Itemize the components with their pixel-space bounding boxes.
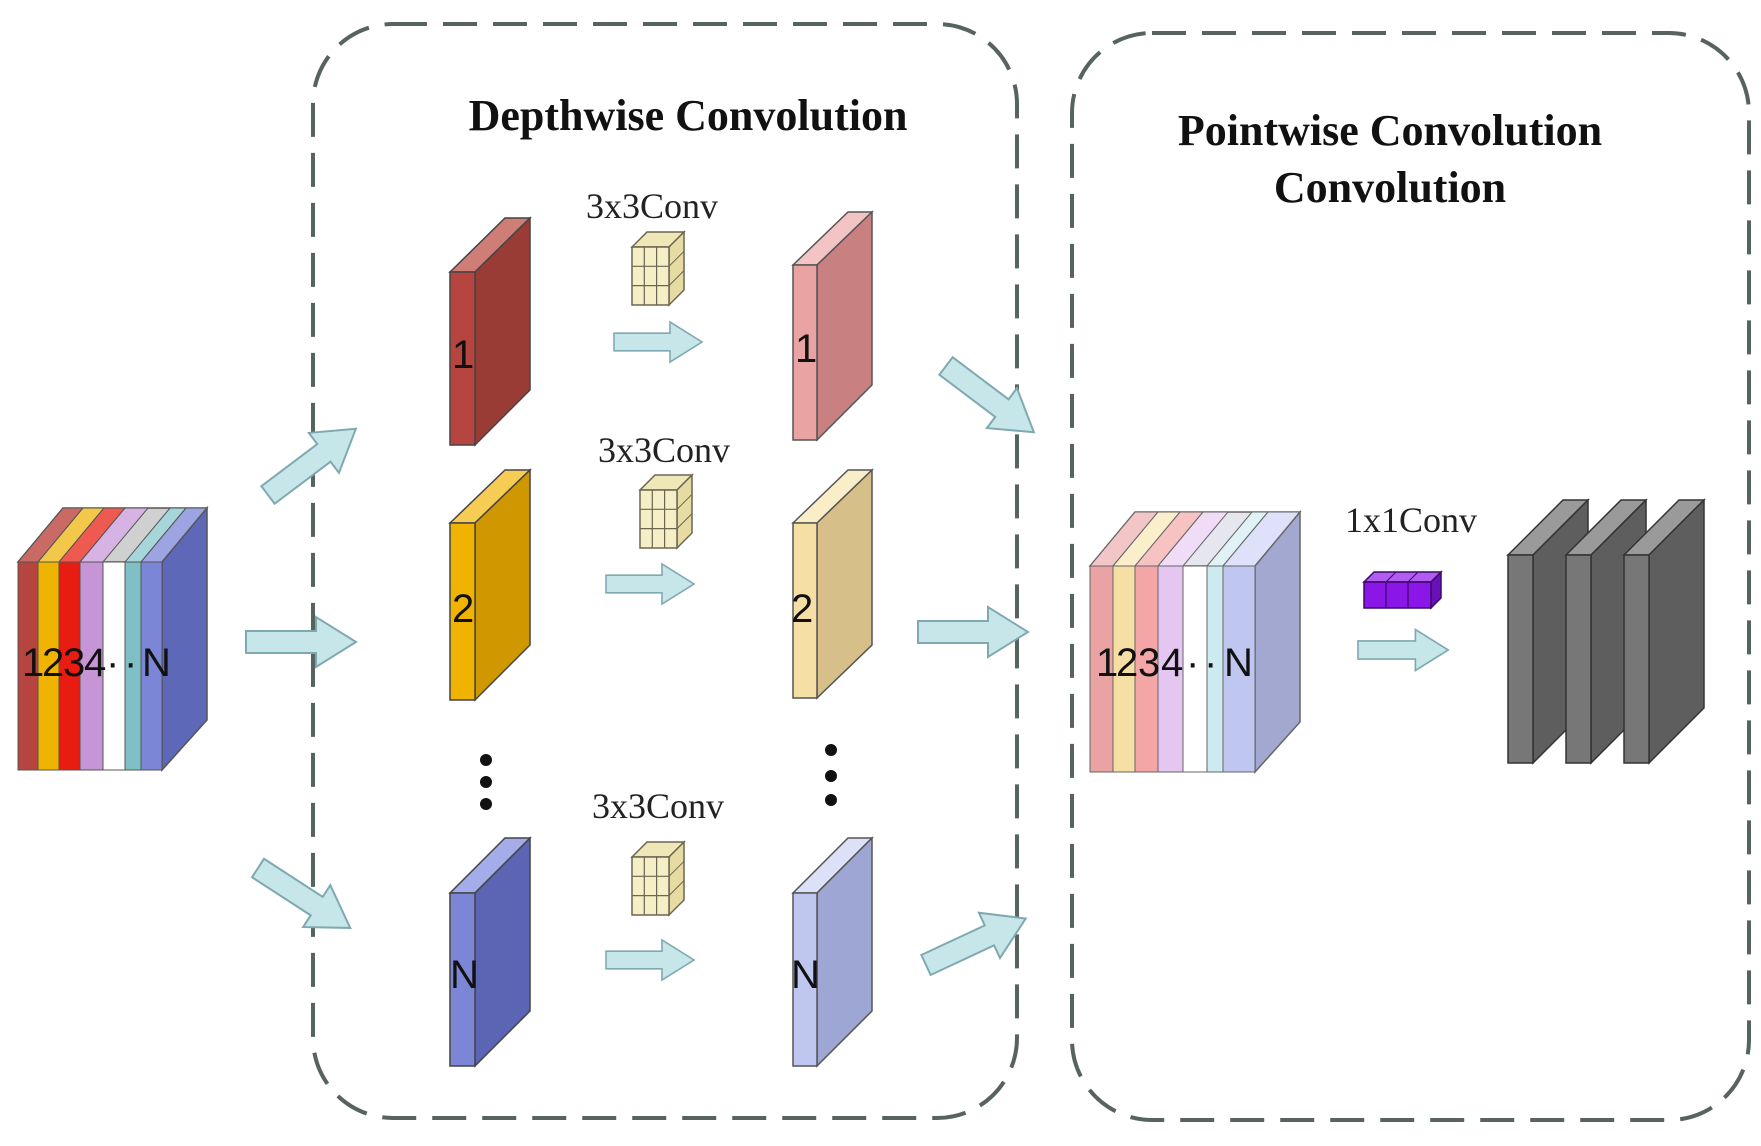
svg-text:1: 1 — [452, 333, 474, 377]
merged-channel-label: · — [1186, 641, 1199, 685]
kernel-label-row-1: 3x3Conv — [586, 186, 718, 226]
svg-text:N: N — [791, 953, 820, 997]
channel-ellipsis-left — [480, 754, 492, 810]
depthwise-input-channel-2: 2 — [448, 468, 532, 702]
arrow-input-to-channel-2 — [245, 616, 357, 668]
pointwise-kernel-1x1 — [1362, 570, 1443, 610]
arrow-input-to-channel-n — [243, 846, 365, 950]
output-feature-maps — [1506, 498, 1706, 765]
pointwise-kernel-label: 1x1Conv — [1345, 500, 1477, 540]
output-map — [1622, 498, 1706, 765]
svg-text:2: 2 — [791, 587, 813, 631]
merged-channel-label: 2 — [1116, 641, 1138, 685]
input-channel-label: 4 — [84, 641, 106, 685]
merged-channel-label: · — [1204, 641, 1217, 685]
arrow-channel-1-to-merge — [929, 345, 1050, 454]
depthwise-group-box — [311, 22, 1019, 1120]
arrow-depthwise-conv-n — [605, 939, 695, 981]
input-channel-label: N — [142, 641, 171, 685]
input-channel-label: 2 — [42, 641, 64, 685]
pointwise-group-box — [1070, 31, 1751, 1122]
arrow-pointwise-conv — [1357, 628, 1450, 672]
arrow-channel-2-to-merge — [917, 606, 1029, 658]
kernel-3x3-cube — [639, 474, 693, 549]
kernel-3x3-cube — [631, 841, 685, 916]
svg-text:2: 2 — [452, 587, 474, 631]
depthwise-title: Depthwise Convolution — [469, 91, 908, 140]
kernel-3x3-cube — [631, 231, 685, 306]
channel-ellipsis-right — [825, 744, 837, 806]
input-channel-label: 3 — [63, 641, 85, 685]
kernel-label-row-2: 3x3Conv — [598, 430, 730, 470]
merged-channel-label: 4 — [1161, 641, 1183, 685]
depthwise-input-channel-n: N — [448, 836, 532, 1068]
merged-channel-label: N — [1224, 641, 1253, 685]
svg-text:N: N — [450, 953, 479, 997]
input-channel-label: · — [106, 641, 119, 685]
input-feature-stack: 1 2 3 4 · · N — [16, 505, 209, 772]
merged-feature-stack: 1 2 3 4 · · N — [1088, 509, 1302, 774]
kernel-label-row-n: 3x3Conv — [592, 786, 724, 826]
pointwise-title-line2: Convolution — [1274, 163, 1506, 212]
depthwise-output-channel-2: 2 — [791, 468, 874, 700]
arrow-depthwise-conv-1 — [613, 321, 703, 363]
merged-channel-label: 1 — [1096, 641, 1118, 685]
depthwise-output-channel-1: 1 — [791, 210, 874, 442]
pointwise-title-line1: Pointwise Convolution — [1178, 106, 1602, 155]
input-channel-label: 1 — [22, 641, 44, 685]
depthwise-output-channel-n: N — [791, 836, 874, 1068]
input-channel-label: · — [124, 641, 137, 685]
depthwise-input-channel-1: 1 — [448, 216, 532, 447]
merged-channel-label: 3 — [1138, 641, 1160, 685]
arrow-depthwise-conv-2 — [605, 563, 695, 605]
svg-text:1: 1 — [795, 327, 817, 371]
